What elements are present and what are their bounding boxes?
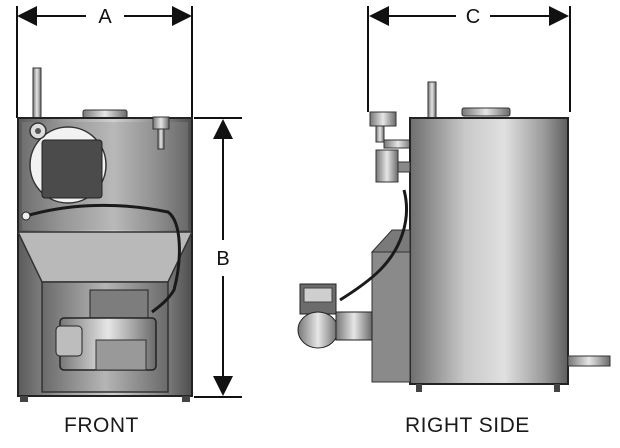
- side-wiring: [339, 189, 408, 302]
- side-cabinet: [409, 117, 569, 385]
- burner-pump: [95, 339, 147, 371]
- control-box: [41, 139, 103, 199]
- gauge-center: [35, 128, 41, 134]
- relief-valve: [152, 116, 170, 130]
- relief-valve-pipe: [157, 128, 165, 150]
- right-side-view-label: RIGHT SIDE: [405, 414, 530, 437]
- dim-c-label: C: [466, 6, 480, 28]
- vent-pipe: [32, 67, 42, 121]
- dim-b-label: B: [216, 248, 229, 270]
- side-foot-left: [416, 384, 422, 392]
- side-relief-valve: [369, 111, 397, 127]
- side-relief-connector: [383, 139, 413, 149]
- side-supply-pipe: [567, 355, 611, 367]
- side-jacket-slope: [370, 229, 411, 253]
- side-circulator: [375, 149, 399, 183]
- side-flue-collar: [461, 107, 511, 117]
- side-burner-housing: [297, 311, 339, 349]
- front-foot-left: [20, 396, 28, 402]
- side-burner-control-face: [303, 287, 333, 303]
- side-circulator-flange: [397, 161, 411, 173]
- side-vent-pipe: [427, 81, 437, 121]
- wire-connector: [21, 211, 31, 221]
- right-side-view: C: [297, 6, 611, 392]
- side-blast-tube: [335, 311, 373, 341]
- wiring-harness: [25, 203, 181, 314]
- front-foot-right: [182, 396, 190, 402]
- dim-a-label: A: [98, 6, 112, 28]
- front-view-label: FRONT: [64, 414, 139, 437]
- side-foot-right: [554, 384, 560, 392]
- side-relief-pipe: [375, 125, 385, 143]
- burner-blower: [55, 325, 83, 357]
- front-view: A B: [16, 6, 242, 402]
- flue-collar: [82, 109, 128, 119]
- hood: [16, 231, 194, 283]
